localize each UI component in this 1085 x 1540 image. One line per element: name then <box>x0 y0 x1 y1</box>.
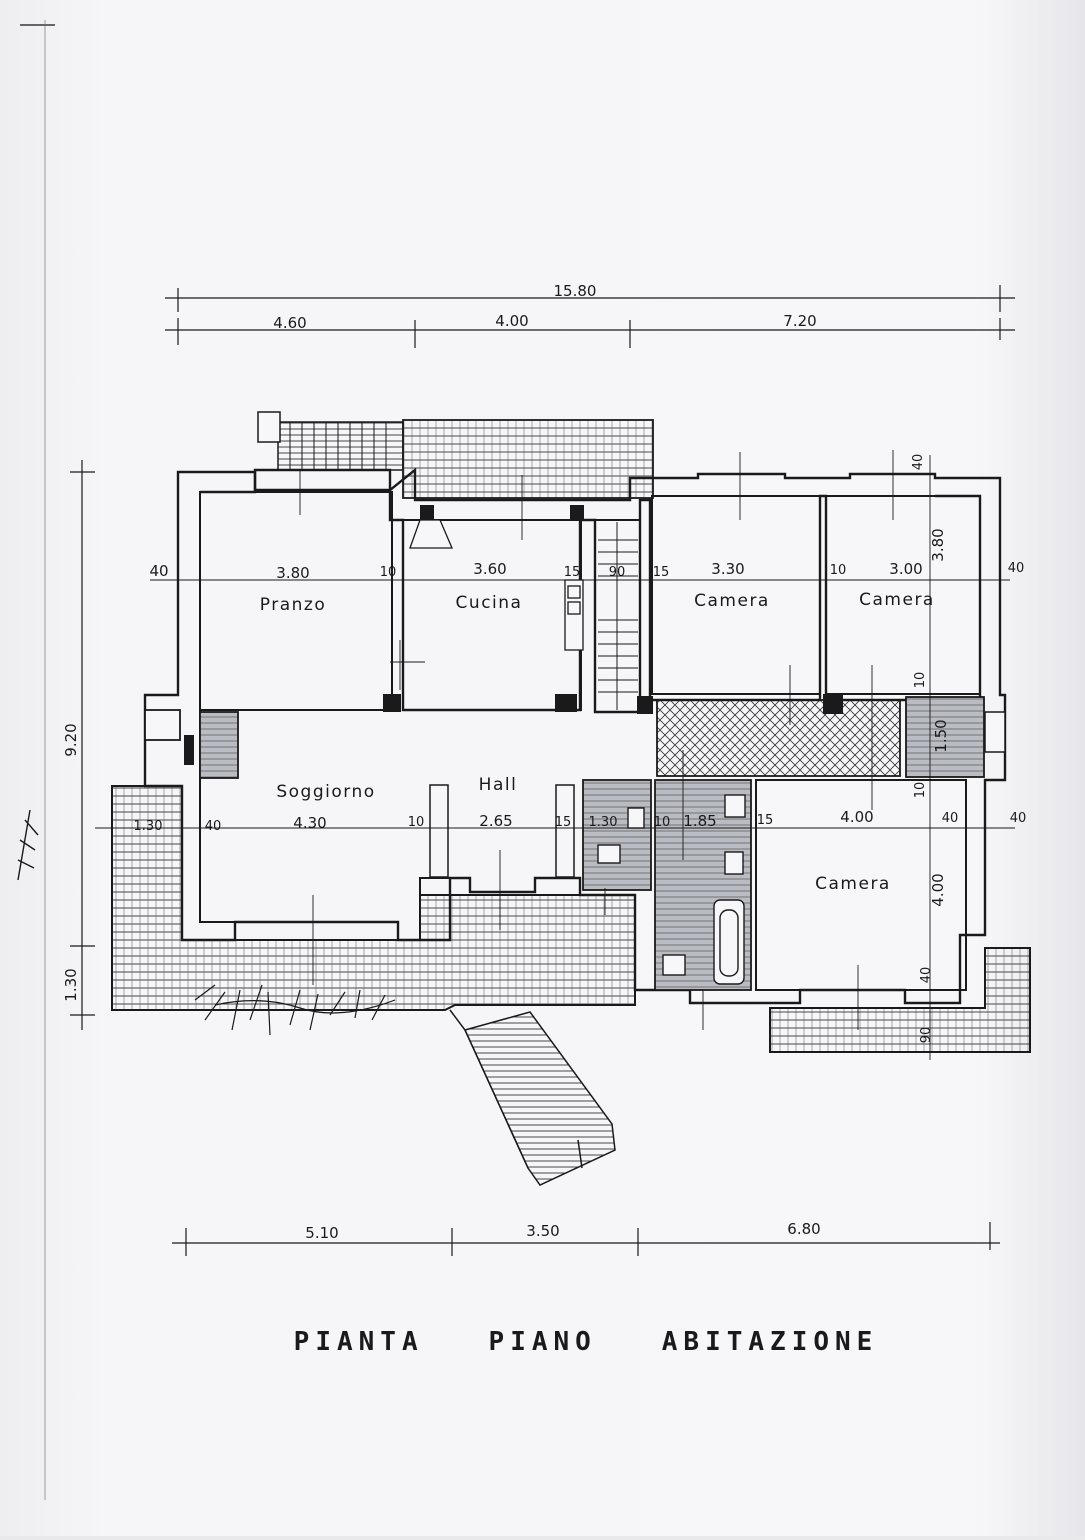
dim-row2-11: 40 <box>942 811 959 826</box>
dim-bottom-seg-3: 6.80 <box>787 1220 820 1238</box>
top-dimension-lines <box>165 285 1015 348</box>
left-dimension-lines <box>70 460 95 1030</box>
north-stair <box>277 421 404 471</box>
dim-row2-1: 40 <box>205 819 222 834</box>
dim-right-v-5: 4.00 <box>929 873 947 906</box>
dim-right-v-6: 40 <box>919 967 934 984</box>
room-label-camera-2: Camera <box>859 590 935 610</box>
southeast-terrace <box>769 947 1031 1053</box>
garden-plant-sketch <box>194 984 396 1036</box>
dim-bottom-seg-1: 5.10 <box>305 1224 338 1242</box>
bottom-dimension-lines <box>172 1222 1000 1256</box>
fireplace <box>144 709 239 779</box>
room-label-pranzo: Pranzo <box>260 595 326 615</box>
dim-right-v-2: 10 <box>913 672 928 689</box>
dim-row1-8: 10 <box>830 563 847 578</box>
dim-row1-2: 10 <box>380 565 397 580</box>
edge-plant-sketch <box>17 809 39 881</box>
dim-left-height: 9.20 <box>62 723 80 756</box>
dim-bottom-seg-2: 3.50 <box>526 1222 559 1240</box>
corridor-crosshatch <box>656 699 901 777</box>
closet <box>905 696 985 778</box>
dim-row2-8: 1.85 <box>683 812 716 830</box>
dim-right-v-1: 3.80 <box>929 528 947 561</box>
entrance-stair <box>449 1009 616 1186</box>
dim-row2-12: 40 <box>1010 811 1027 826</box>
dim-row2-7: 10 <box>654 815 671 830</box>
dim-top-total: 15.80 <box>554 282 597 300</box>
dim-row2-6: 1.30 <box>589 815 618 830</box>
dim-row2-10: 4.00 <box>840 808 873 826</box>
kitchen-counter <box>409 519 584 651</box>
dim-row2-3: 10 <box>408 815 425 830</box>
bathroom-fixtures <box>597 794 746 985</box>
room-label-cucina: Cucina <box>456 593 523 613</box>
wc-room <box>582 779 652 891</box>
dim-right-v-7: 90 <box>919 1027 934 1044</box>
internal-stair <box>598 522 638 710</box>
room-label-camera-3: Camera <box>815 874 891 894</box>
dim-left-lower: 1.30 <box>62 968 80 1001</box>
room-label-hall: Hall <box>479 775 518 795</box>
dim-right-v-0: 40 <box>911 454 926 471</box>
drawing-title: PIANTA PIANO ABITAZIONE <box>294 1327 879 1357</box>
dim-row1-9: 3.00 <box>889 560 922 578</box>
north-terrace <box>402 419 654 499</box>
dim-row1-5: 90 <box>609 565 626 580</box>
dim-row2-9: 15 <box>757 813 774 828</box>
interior-dimension-lines <box>95 450 1015 1060</box>
dim-row1-4: 15 <box>564 565 581 580</box>
dim-top-seg-2: 4.00 <box>495 312 528 330</box>
dim-row2-4: 2.65 <box>479 812 512 830</box>
dim-row1-1: 3.80 <box>276 564 309 582</box>
wall-columns <box>383 505 843 714</box>
room-label-camera-1: Camera <box>694 591 770 611</box>
dim-top-seg-3: 7.20 <box>783 312 816 330</box>
dim-row1-0: 40 <box>149 562 168 580</box>
dim-row1-7: 3.30 <box>711 560 744 578</box>
room-label-soggiorno: Soggiorno <box>276 782 375 802</box>
dim-row1-6: 15 <box>653 565 670 580</box>
dim-row2-5: 15 <box>555 815 572 830</box>
dim-row1-10: 40 <box>1008 561 1025 576</box>
dim-top-seg-1: 4.60 <box>273 314 306 332</box>
dim-row2-2: 4.30 <box>293 814 326 832</box>
dim-right-v-4: 10 <box>913 782 928 799</box>
dim-row1-3: 3.60 <box>473 560 506 578</box>
dim-row2-0: 1.30 <box>134 819 163 834</box>
dim-right-v-3: 1.50 <box>932 719 950 752</box>
